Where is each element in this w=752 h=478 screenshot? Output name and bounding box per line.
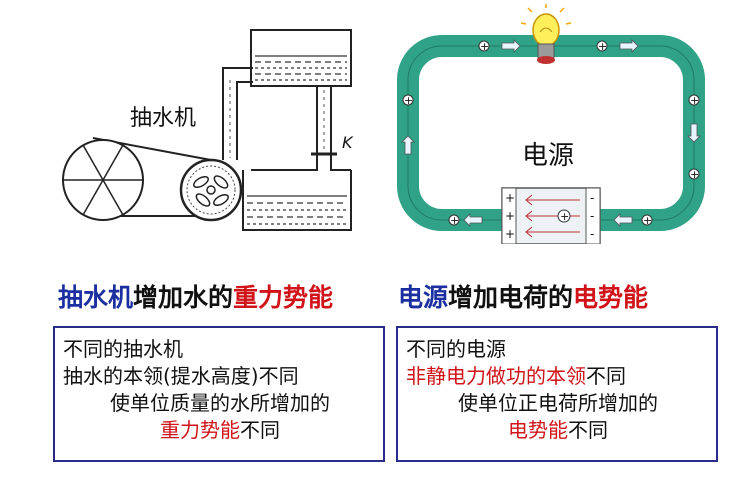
right-box-line-2: 非静电力做功的本领不同 — [406, 364, 626, 388]
right-box-line-3: 使单位正电荷所增加的 — [458, 391, 658, 415]
arrow-left-icon — [463, 213, 483, 227]
current-arrows — [401, 39, 701, 227]
positive-charge-icon: + — [448, 214, 460, 227]
svg-text:+: + — [690, 168, 699, 181]
arrow-down-icon — [687, 123, 701, 143]
water-pump-diagram: K 抽 — [62, 29, 354, 231]
svg-text:+: + — [505, 191, 515, 205]
pump-label: 抽水机 — [130, 106, 196, 131]
arrow-right-icon — [501, 39, 521, 53]
positive-charge-icon: + — [688, 168, 700, 181]
right-explanation-box: 不同的电源 非静电力做功的本领不同 使单位正电荷所增加的 电势能不同 — [396, 326, 718, 462]
left-caption: 抽水机增加水的重力势能 — [58, 283, 334, 312]
charge-markers: + + + + + + + — [402, 40, 700, 227]
svg-text:+: + — [560, 210, 569, 223]
right-box-line-1: 不同的电源 — [406, 337, 506, 361]
svg-text:+: + — [598, 40, 607, 53]
svg-text:-: - — [590, 191, 594, 205]
left-box-line-2: 抽水的本领(提水高度)不同 — [63, 364, 299, 388]
svg-text:+: + — [505, 209, 515, 223]
right-caption: 电源增加电荷的电势能 — [398, 283, 649, 312]
positive-charge-icon: + — [688, 94, 700, 107]
valve-label: K — [342, 133, 354, 152]
positive-charge-icon: + — [596, 40, 608, 53]
left-box-line-3: 使单位质量的水所增加的 — [110, 391, 330, 415]
left-box-line-4: 重力势能不同 — [160, 418, 280, 442]
svg-text:+: + — [505, 227, 515, 241]
battery: + + + - - - + — [501, 187, 601, 244]
wheel — [62, 139, 144, 221]
source-label: 电源 — [522, 141, 574, 171]
lower-water-tank — [242, 156, 352, 231]
positive-charge-icon: + — [478, 40, 490, 53]
svg-text:+: + — [404, 94, 413, 107]
arrow-up-icon — [401, 135, 415, 155]
svg-text:-: - — [590, 209, 594, 223]
left-box-line-1: 不同的抽水机 — [63, 337, 183, 361]
svg-text:-: - — [590, 227, 594, 241]
light-bulb-icon — [520, 4, 572, 64]
arrow-left-icon — [613, 213, 633, 227]
svg-text:+: + — [480, 40, 489, 53]
upper-water-tank — [250, 29, 352, 87]
left-explanation-box: 不同的抽水机 抽水的本领(提水高度)不同 使单位质量的水所增加的 重力势能不同 — [53, 326, 385, 462]
right-box-line-4: 电势能不同 — [508, 418, 608, 442]
positive-charge-icon: + — [402, 94, 414, 107]
positive-charge-icon: + — [641, 214, 653, 227]
svg-text:+: + — [643, 214, 652, 227]
valve-k: K — [311, 133, 354, 156]
pipe — [222, 67, 332, 160]
svg-text:+: + — [450, 214, 459, 227]
pump — [179, 158, 243, 222]
arrow-right-icon — [619, 39, 639, 53]
power-source-circuit: + + + + + + + — [397, 4, 705, 244]
svg-text:+: + — [690, 94, 699, 107]
